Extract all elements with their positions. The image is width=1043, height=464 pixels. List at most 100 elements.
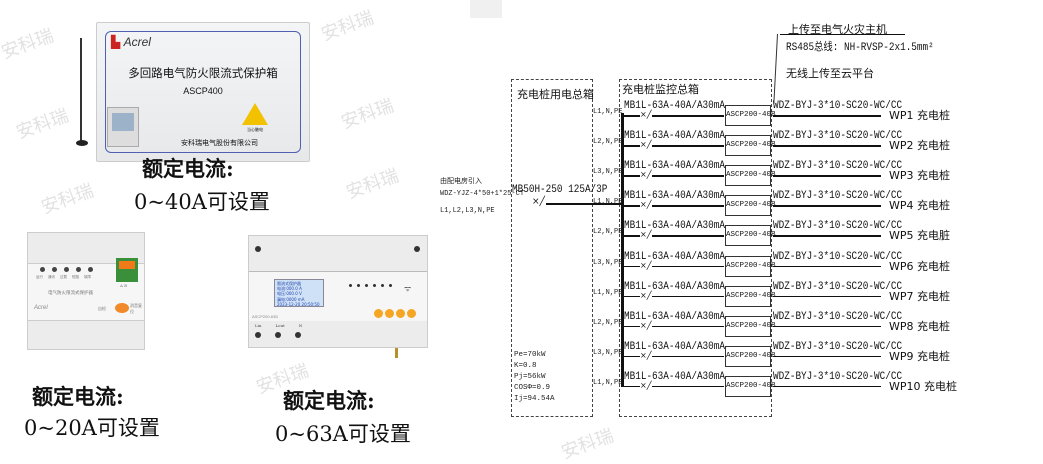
watermark: 安科瑞 [0, 25, 57, 64]
box1-title: 充电桩用电总箱 [517, 88, 594, 101]
phase-label: L1,N,PE [593, 378, 623, 387]
phase-label: L3,N,PE [593, 168, 623, 177]
busbar [621, 113, 624, 387]
cable-label: WDZ-BYJ-3*10-SC20-WC/CC [773, 220, 903, 233]
phase-label: L2,N,PE [593, 228, 623, 237]
watermark: 安科瑞 [558, 425, 617, 464]
watermark: 安科瑞 [13, 105, 72, 144]
breaker-symbol: ×╱ [640, 200, 652, 210]
phase-label: L1,N,PE [593, 198, 623, 207]
rated-current-label: 额定电流: [142, 156, 234, 181]
device-title: 电气防火限流式保护器 [48, 291, 93, 296]
branch-line [622, 115, 724, 117]
cable-label: WDZ-BYJ-3*10-SC20-WC/CC [773, 130, 903, 143]
rated-current-value: 0~40A可设置 [134, 190, 270, 214]
cable-line [773, 175, 881, 177]
branch-line [622, 265, 724, 267]
calc-line: Pe=70kW [514, 351, 546, 359]
load-label: WP10 充电桩 [889, 379, 958, 393]
branch-line [622, 205, 724, 207]
antenna-connector [395, 348, 398, 358]
warning-label: 当心触电 [247, 127, 263, 132]
terminal-block [116, 258, 138, 282]
cable-label: WDZ-BYJ-3*10-SC20-WC/CC [773, 280, 903, 293]
phase-label: L3,N,PE [593, 258, 623, 267]
cable-label: WDZ-BYJ-3*10-SC20-WC/CC [773, 100, 903, 112]
rated-current-value: 0~63A可设置 [275, 422, 411, 446]
screen-line: 电压:000.0 V [277, 291, 302, 297]
breaker-symbol: ×╱ [640, 230, 652, 240]
source-phases: L1,L2,L3,N,PE [440, 207, 495, 215]
reset-label: 消音复位 [130, 303, 142, 314]
antenna-icon [80, 38, 82, 143]
product-model: ASCP400 [183, 86, 223, 96]
cable-line [773, 385, 881, 388]
reset-button [115, 303, 129, 313]
phase-label: L1,N,PE [593, 288, 623, 297]
ascp-device: ASCP200-40B [725, 285, 776, 307]
branch-line [622, 385, 724, 388]
branch-line [622, 355, 724, 358]
terminal-label: N [298, 323, 303, 328]
screen-line: 漏电:0000 mA [277, 296, 305, 302]
leader-line [780, 34, 905, 35]
breaker-symbol: ×╱ [640, 170, 652, 180]
load-label: WP6 充电桩 [889, 259, 951, 273]
calc-line: Ij=94.54A [514, 395, 555, 403]
gray-patch [470, 0, 502, 18]
cable-line [773, 295, 881, 298]
cable-line [773, 145, 881, 147]
cable-line [773, 265, 881, 267]
breaker-symbol: ×╱ [640, 320, 652, 330]
phase-label: L3,N,PE [593, 348, 623, 357]
rated-current-label: 额定电流: [283, 388, 375, 413]
cable-label: WDZ-BYJ-3*10-SC20-WC/CC [773, 340, 903, 353]
breaker-symbol: ×╱ [640, 110, 652, 119]
terminal-label: Lout [275, 323, 285, 328]
phase-label: L2,N,PE [593, 138, 623, 147]
rated-current-label: 额定电流: [32, 384, 124, 409]
screen-line: 2023-12-20 20:50:50 [277, 301, 320, 307]
branch-line [622, 295, 724, 298]
branch-line [622, 325, 724, 328]
branch-breaker-label: MB1L-63A-40A/A30mA [624, 340, 726, 353]
breaker-symbol: ×╱ [640, 260, 652, 270]
branch-breaker-label: MB1L-63A-40A/A30mA [624, 250, 726, 263]
cable-line [773, 205, 881, 207]
calc-line: K=0.8 [514, 362, 537, 370]
main-breaker-label: MB50H-250 125A/3P [512, 184, 608, 196]
screen-line: 电流:000.0 A [277, 286, 302, 292]
branch-line [622, 145, 724, 147]
load-label: WP4 充电桩 [889, 199, 951, 213]
bus-label: RS485总线: NH-RVSP-2x1.5mm² [786, 42, 934, 54]
screen-line: 限流式保护器 [277, 281, 301, 286]
source-cable: WDZ-YJZ-4*50+1*25-CT [440, 190, 525, 198]
wifi-icon: ᯤ [404, 284, 412, 293]
box2-title: 充电桩监控总箱 [622, 83, 699, 96]
company-name: 安科瑞电气股份有限公司 [181, 139, 258, 147]
branch-breaker-label: MB1L-63A-40A/A30mA [624, 190, 726, 203]
load-label: WP9 充电桩 [889, 349, 951, 363]
cable-label: WDZ-BYJ-3*10-SC20-WC/CC [773, 250, 903, 263]
antenna-base [76, 140, 88, 146]
indicator-label: 通讯 [48, 275, 55, 279]
product-title: 多回路电气防火限流式保护箱 [128, 66, 278, 80]
indicator-label: 短路 [72, 275, 79, 279]
terminal-label: A B [120, 283, 128, 288]
cable-label: WDZ-BYJ-3*10-SC20-WC/CC [773, 160, 903, 173]
brand-logo: Acrel [123, 35, 151, 49]
brand-logo: Acrel [34, 305, 48, 311]
branch-breaker-label: MB1L-63A-40A/A30mA [624, 130, 726, 143]
breaker-symbol: ×╱ [640, 290, 652, 300]
main-feed-line [546, 203, 623, 205]
branch-breaker-label: MB1L-63A-40A/A30mA [624, 220, 726, 233]
load-label: WP1 充电桩 [889, 109, 951, 122]
cable-line [773, 235, 881, 237]
cable-line [773, 115, 881, 117]
ascp-device: ASCP200-40B [725, 375, 776, 397]
monitoring-box [619, 79, 772, 417]
branch-line [622, 175, 724, 177]
watermark: 安科瑞 [318, 7, 377, 46]
